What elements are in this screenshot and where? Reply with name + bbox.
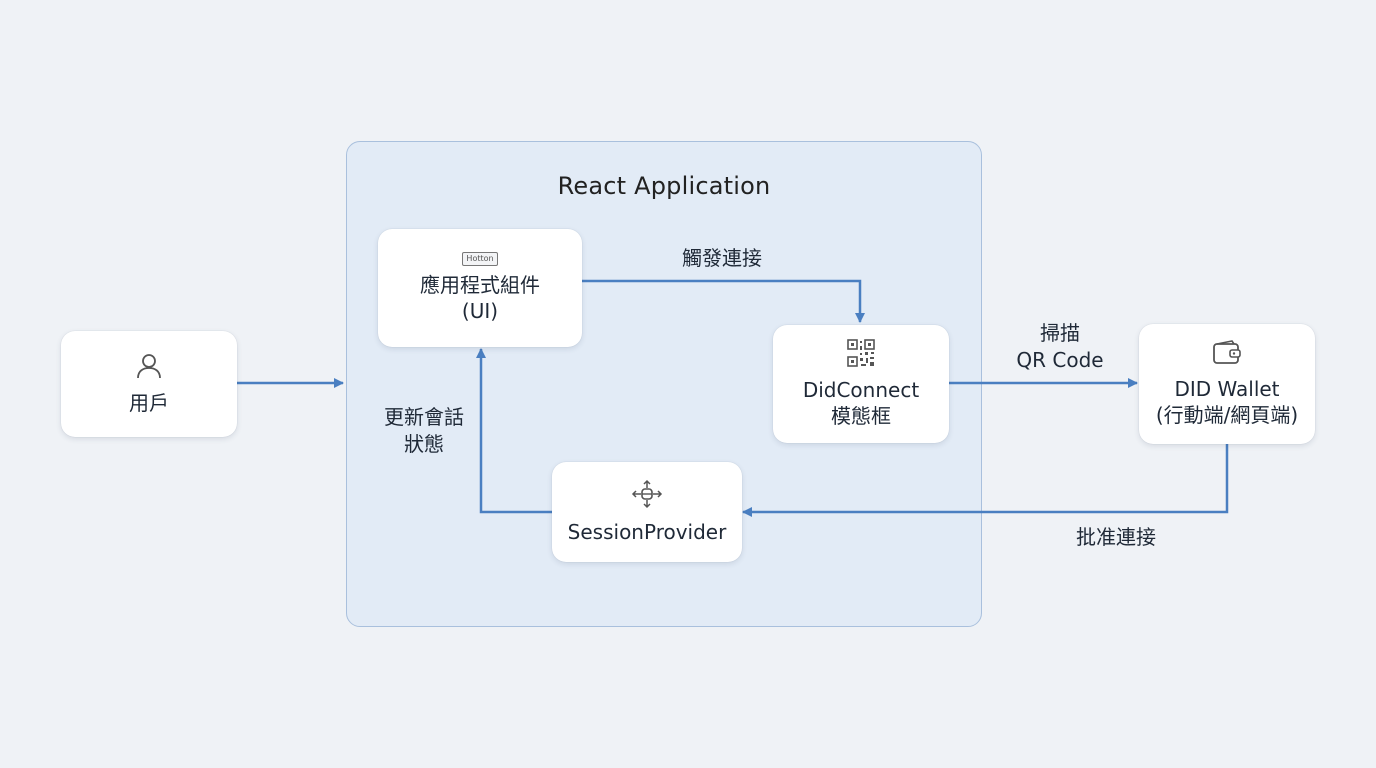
move-icon xyxy=(629,479,665,515)
app-component-node: Hotton 應用程式組件 (UI) xyxy=(378,229,582,347)
session-provider-label: SessionProvider xyxy=(567,520,727,544)
button-icon: Hotton xyxy=(462,252,498,266)
container-title: React Application xyxy=(557,172,771,200)
edge-label-update-line2: 狀態 xyxy=(404,432,444,456)
didconnect-sublabel: 模態框 xyxy=(831,404,891,428)
arrow-approve-connect xyxy=(742,444,1229,517)
user-node: 用戶 xyxy=(61,331,237,437)
wallet-icon xyxy=(1212,340,1242,372)
did-wallet-label: DID Wallet xyxy=(1174,377,1280,401)
edge-label-trigger: 觸發連接 xyxy=(682,246,762,270)
didconnect-label: DidConnect xyxy=(802,378,920,402)
arrow-trigger-connect xyxy=(582,279,865,323)
app-component-label: 應用程式組件 xyxy=(420,273,540,297)
didconnect-node: DidConnect 模態框 xyxy=(773,325,949,443)
did-wallet-node: DID Wallet (行動端/網頁端) xyxy=(1139,324,1315,444)
user-label: 用戶 xyxy=(129,391,169,415)
edge-label-update: 更新會話 狀態 xyxy=(362,404,486,458)
user-icon xyxy=(136,352,162,386)
app-component-sublabel: (UI) xyxy=(461,299,499,323)
edge-label-approve: 批准連接 xyxy=(1076,525,1156,549)
arrow-update-session xyxy=(476,348,552,514)
edge-label-update-line1: 更新會話 xyxy=(384,405,464,429)
edge-label-scan-line1: 掃描 xyxy=(1040,321,1080,345)
edge-label-scan: 掃描 QR Code xyxy=(1000,320,1120,374)
session-provider-node: SessionProvider xyxy=(552,462,742,562)
edge-label-scan-line2: QR Code xyxy=(1016,348,1104,372)
qr-code-icon xyxy=(847,339,875,373)
did-wallet-sublabel: (行動端/網頁端) xyxy=(1155,403,1299,427)
